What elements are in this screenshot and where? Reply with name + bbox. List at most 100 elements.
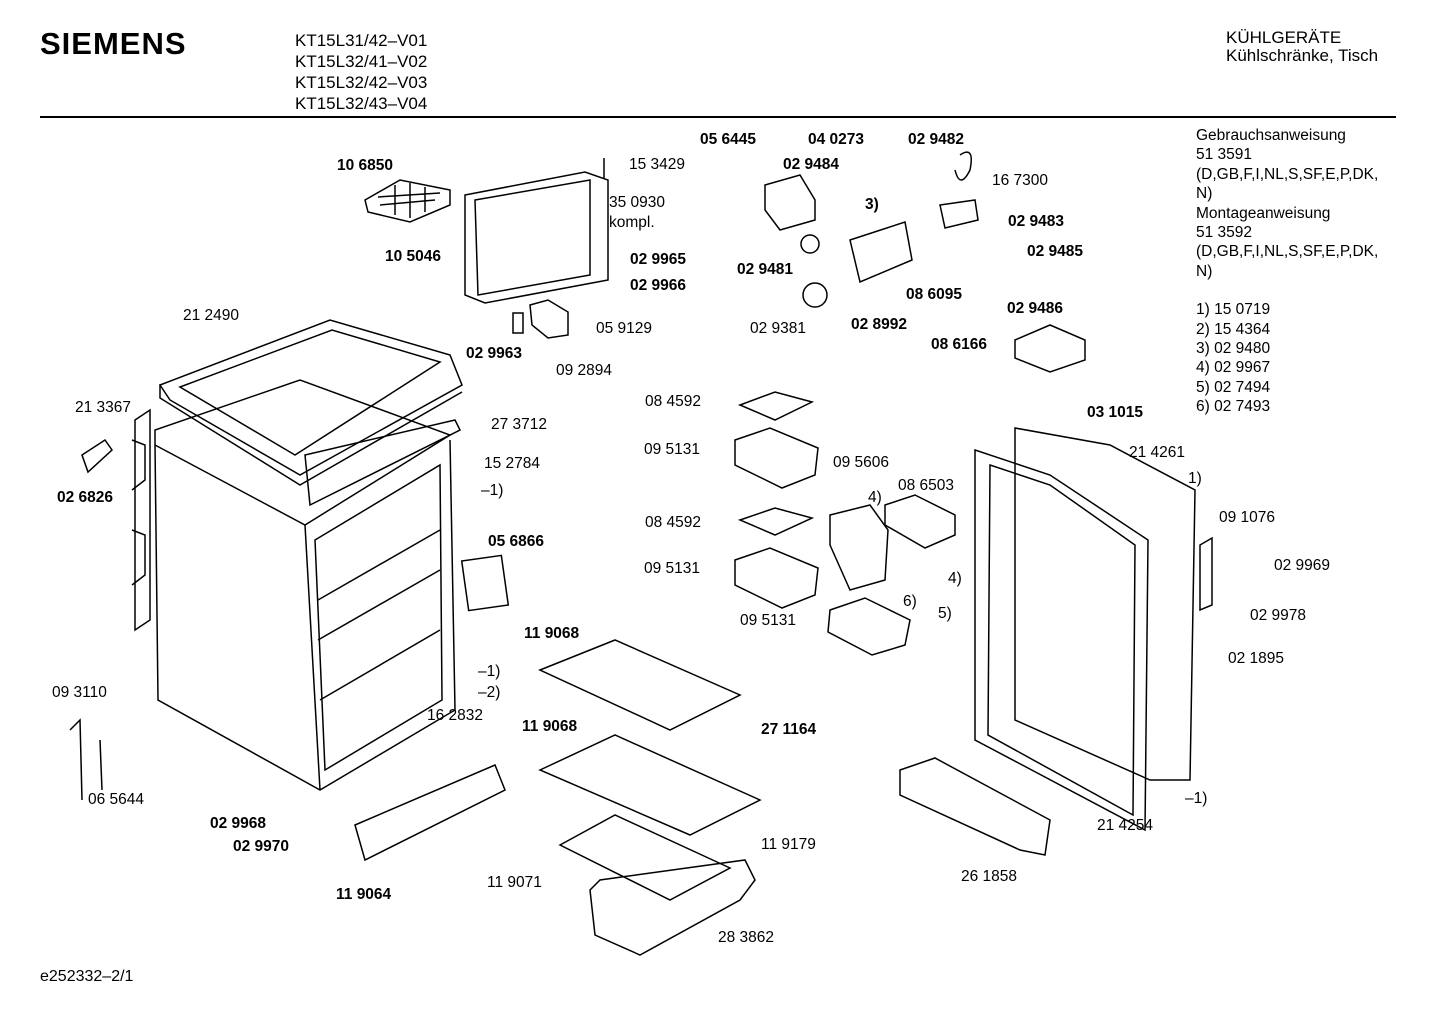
door-part [974, 427, 1213, 832]
part-label: 02 9970 [233, 838, 290, 855]
part-label: 10 6850 [337, 157, 394, 174]
part-label: –1) [478, 663, 501, 680]
footnote: 5) 02 7494 [1196, 378, 1271, 396]
part-label: 04 0273 [808, 131, 865, 148]
footnote: 3) 02 9480 [1196, 340, 1271, 358]
part-label: 11 9179 [761, 836, 816, 853]
part-label: 02 9968 [210, 815, 267, 832]
part-label: 6) [903, 593, 917, 610]
part-label: 16 7300 [992, 172, 1049, 189]
part-label: 09 1076 [1219, 509, 1276, 526]
part-label: 02 9965 [630, 251, 687, 268]
part-label: –2) [478, 684, 501, 701]
note-line: (D,GB,F,I,NL,S,SF,E,P,DK, [1196, 243, 1379, 261]
part-label: 05 6866 [488, 533, 545, 550]
note-line: (D,GB,F,I,NL,S,SF,E,P,DK, [1196, 165, 1379, 183]
bracket-part [81, 438, 113, 474]
part-label: 35 0930 [609, 194, 666, 211]
part-label: 02 9481 [737, 261, 794, 278]
part-label: 09 5131 [644, 560, 701, 577]
part-label: 02 9381 [750, 320, 807, 337]
header-divider [40, 116, 1396, 118]
part-label: 02 9978 [1250, 607, 1307, 624]
footnote: 4) 02 9967 [1196, 359, 1271, 377]
part-label: 08 6095 [906, 286, 963, 303]
note-line: Montageanweisung [1196, 204, 1331, 222]
thermostat-part [849, 221, 913, 284]
part-label: 03 1015 [1087, 404, 1144, 421]
part-label: 3) [865, 196, 879, 213]
model-number: KT15L32/43–V04 [295, 94, 428, 113]
part-label: 02 9969 [1274, 557, 1331, 574]
part-label: 27 3712 [491, 416, 548, 433]
part-label: 05 9129 [596, 320, 653, 337]
note-line: 51 3592 [1196, 224, 1253, 242]
part-label: 09 3110 [52, 684, 107, 701]
drawing-reference: e252332–2/1 [40, 968, 134, 985]
part-label: 09 5131 [740, 612, 797, 629]
footnote: 1) 15 0719 [1196, 301, 1271, 319]
condenser-part [131, 408, 151, 632]
part-label: 16 2832 [427, 707, 484, 724]
door-bin-part [734, 427, 956, 656]
part-label: 02 8992 [851, 316, 908, 333]
crisper-drawer-part [589, 859, 756, 956]
part-label: 02 6826 [57, 489, 114, 506]
part-label: 09 5131 [644, 441, 701, 458]
hinge-part [529, 299, 569, 339]
model-number: KT15L32/41–V02 [295, 52, 428, 71]
category-block: KÜHLGERÄTE Kühlschränke, Tisch [1226, 29, 1378, 65]
part-label: 21 4261 [1129, 444, 1186, 461]
model-number: KT15L31/42–V01 [295, 31, 428, 50]
part-label: 02 9483 [1008, 213, 1065, 230]
part-label: 02 9485 [1027, 243, 1084, 260]
top-cover-part [158, 319, 463, 486]
knob-part [802, 282, 828, 308]
sensor-part [69, 718, 103, 801]
lamp-switch-part [939, 199, 979, 229]
note-line: N) [1196, 262, 1213, 280]
siemens-logo: SIEMENS [40, 26, 187, 61]
cover-plate-part [460, 554, 510, 612]
light-cover-part [1014, 324, 1086, 373]
part-label: 02 1895 [1228, 650, 1285, 667]
part-label: 21 3367 [75, 399, 132, 416]
part-label: 02 9484 [783, 156, 840, 173]
bottle-shelf-part [899, 757, 1051, 856]
documentation-notes: Gebrauchsanweisung 51 3591 (D,GB,F,I,NL,… [1196, 126, 1378, 417]
part-label: 02 9482 [908, 131, 965, 148]
category-subtitle: Kühlschränke, Tisch [1226, 46, 1379, 65]
part-label: 21 2490 [183, 307, 240, 324]
sensor-tube-part [954, 151, 972, 181]
part-label: 28 3862 [718, 929, 775, 946]
note-line: Gebrauchsanweisung [1196, 127, 1346, 144]
cabinet-part [154, 379, 456, 791]
part-label: 09 5606 [833, 454, 890, 471]
hinge-pin-part [512, 312, 524, 334]
part-label: 02 9966 [630, 277, 687, 294]
part-label: 11 9068 [524, 625, 580, 642]
part-label: 05 6445 [700, 131, 757, 148]
part-label: 10 5046 [385, 248, 442, 265]
part-label: 02 9963 [466, 345, 523, 362]
part-label: kompl. [609, 214, 655, 231]
mounting-rail-part [304, 419, 462, 507]
part-label: 09 2894 [556, 362, 613, 379]
base-grille-part [354, 764, 506, 862]
category-title: KÜHLGERÄTE [1226, 28, 1342, 47]
part-label: 4) [948, 570, 962, 587]
lamp-cover-part [764, 174, 816, 231]
part-label: 08 4592 [645, 514, 702, 531]
part-label: 26 1858 [961, 868, 1018, 885]
part-label: –1) [481, 482, 504, 499]
footnote: 2) 15 4364 [1196, 320, 1271, 338]
knob-ring-part [800, 234, 820, 254]
part-label: 08 6166 [931, 336, 988, 353]
part-label: 11 9071 [487, 874, 542, 891]
ice-tray-part [364, 179, 451, 223]
footnote: 6) 02 7493 [1196, 398, 1271, 416]
part-label: 4) [868, 489, 882, 506]
part-label: 11 9068 [522, 718, 578, 735]
part-label: –1) [1185, 790, 1208, 807]
